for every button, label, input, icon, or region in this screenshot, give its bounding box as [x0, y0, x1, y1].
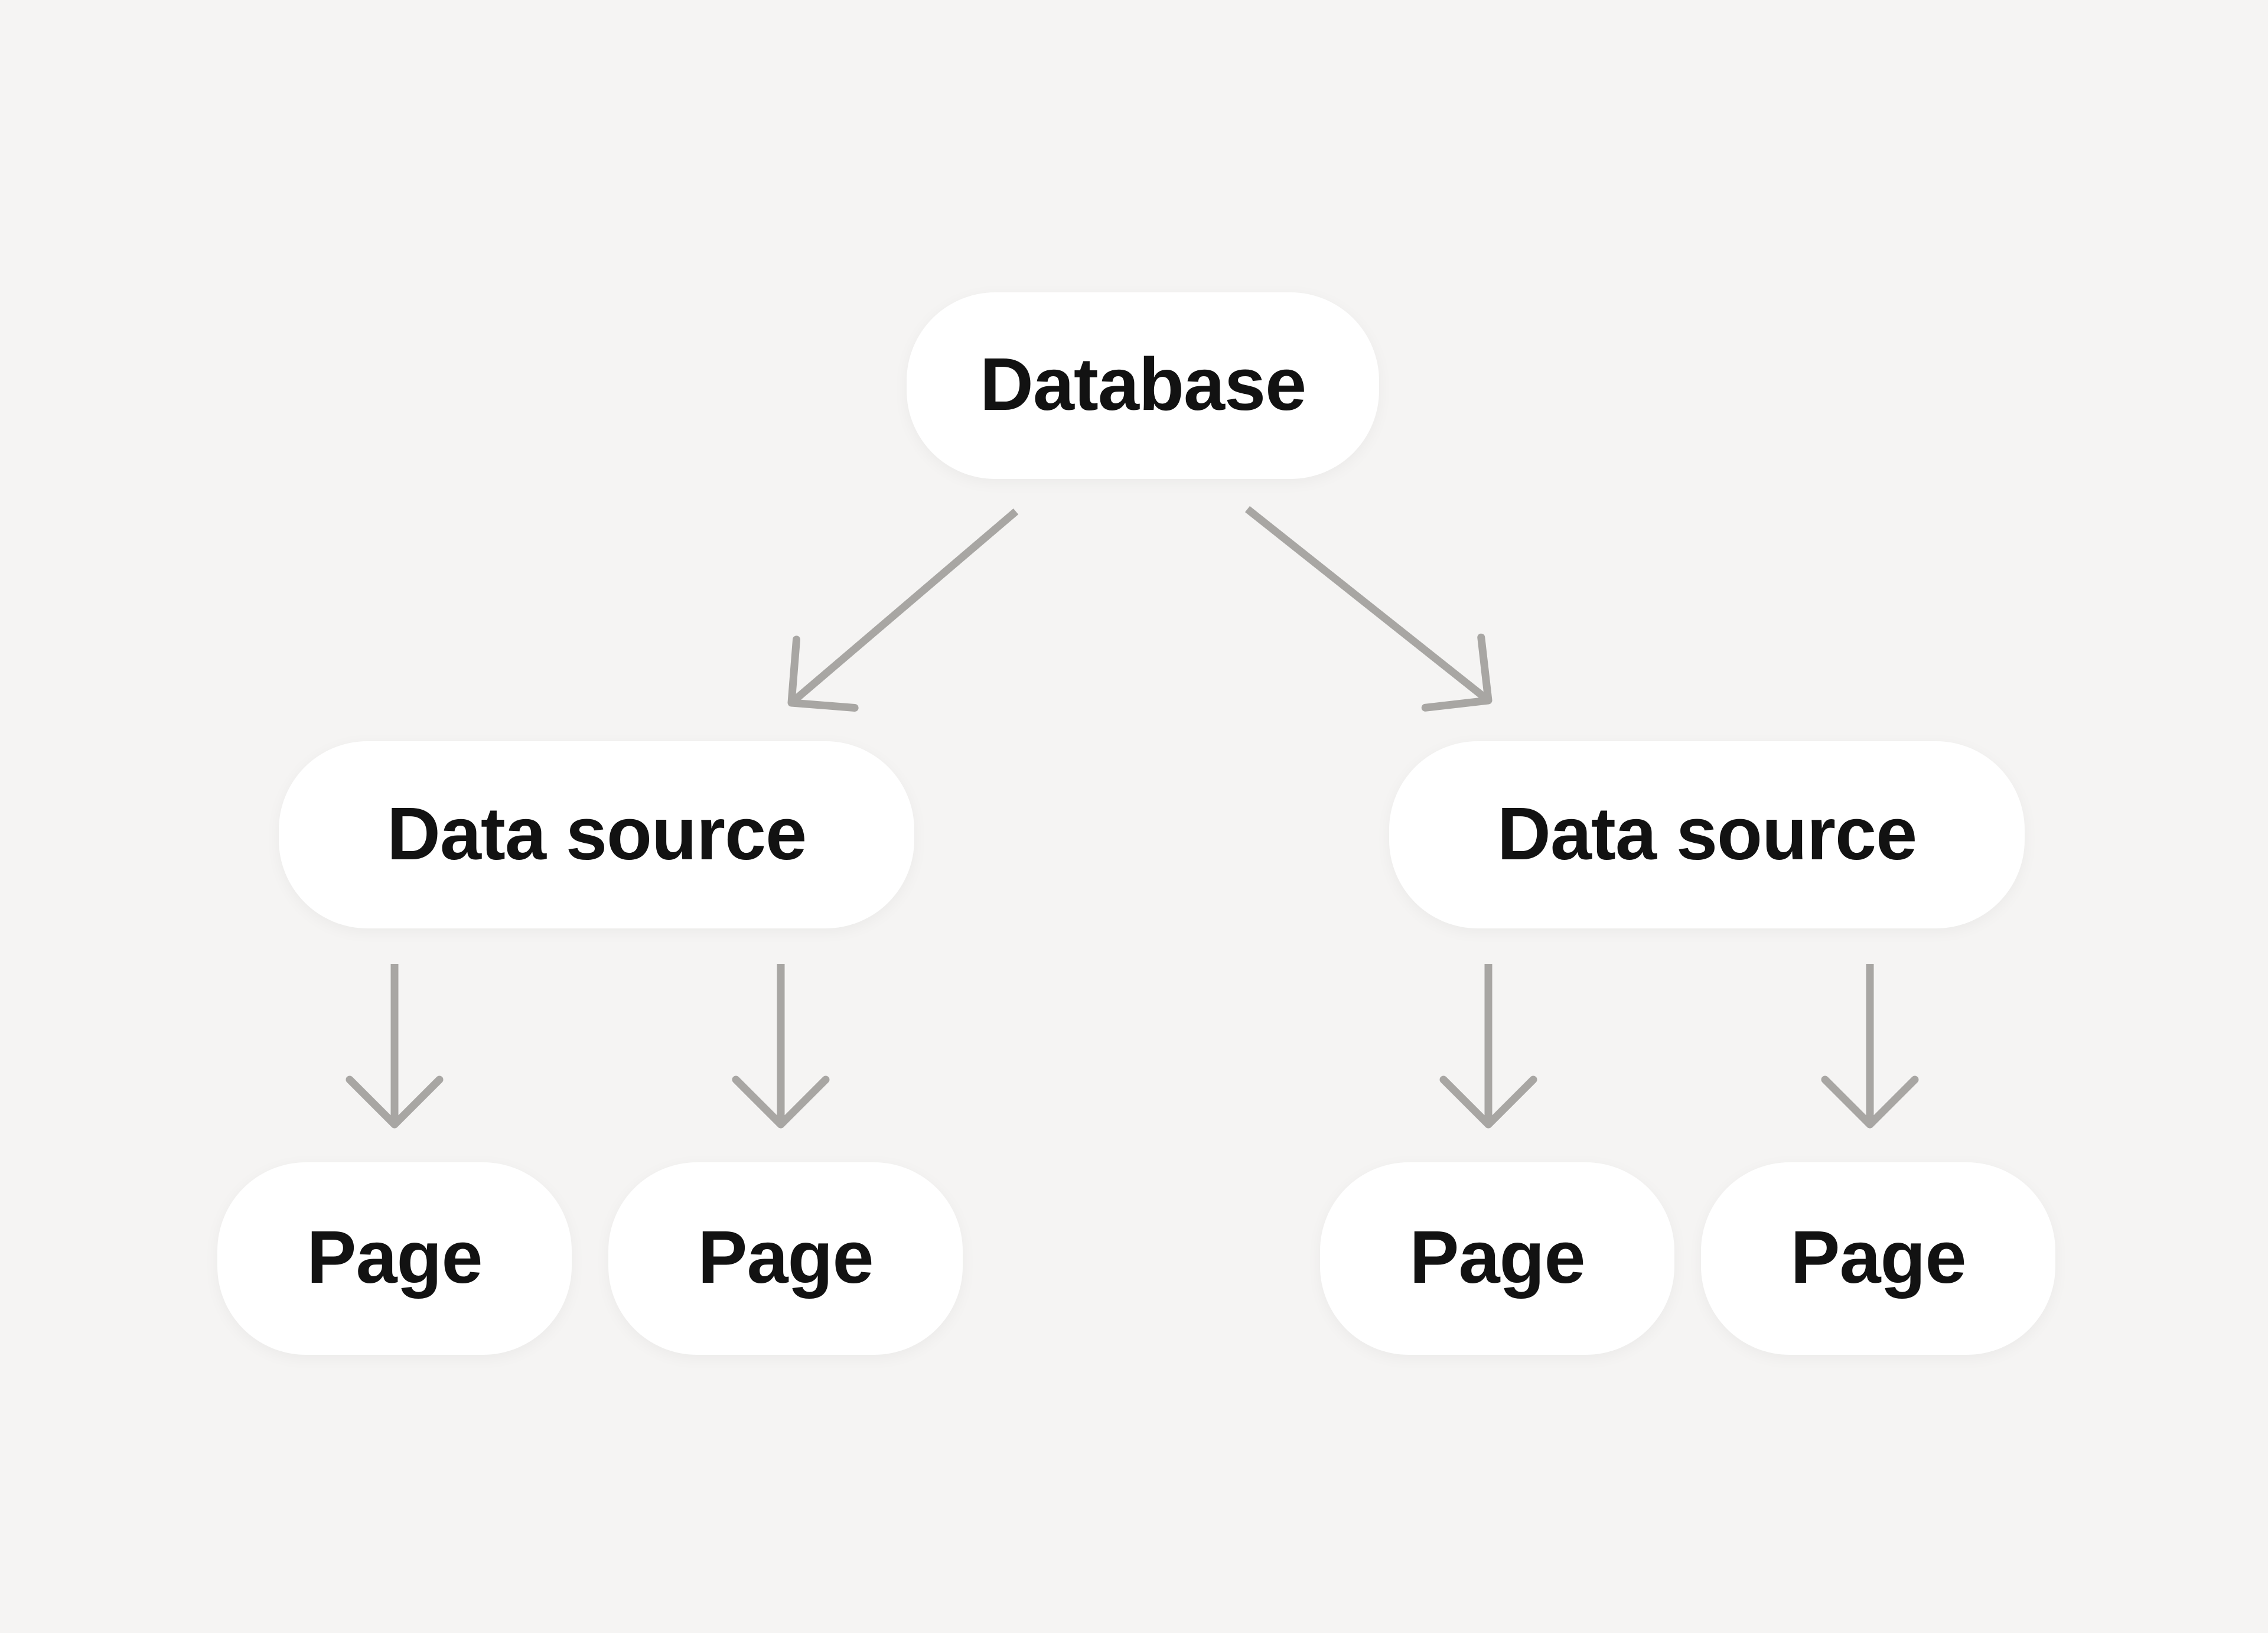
node-page-2: Page [608, 1162, 963, 1355]
node-page-4-label: Page [1790, 1215, 1966, 1299]
node-datasource-1-label: Data source [386, 791, 807, 875]
node-database-label: Database [979, 343, 1306, 426]
edge-database-to-datasource-1 [787, 509, 1019, 712]
node-page-1-label: Page [307, 1215, 483, 1299]
node-database: Database [907, 292, 1379, 479]
node-page-3: Page [1320, 1162, 1674, 1355]
node-page-1: Page [217, 1162, 572, 1355]
node-datasource-2: Data source [1389, 741, 2025, 928]
edge-database-to-datasource-2 [1244, 506, 1493, 712]
node-page-4: Page [1701, 1162, 2055, 1355]
node-datasource-2-label: Data source [1497, 791, 1917, 875]
node-page-2-label: Page [698, 1215, 874, 1299]
node-page-3-label: Page [1409, 1215, 1585, 1299]
node-datasource-1: Data source [279, 741, 914, 928]
